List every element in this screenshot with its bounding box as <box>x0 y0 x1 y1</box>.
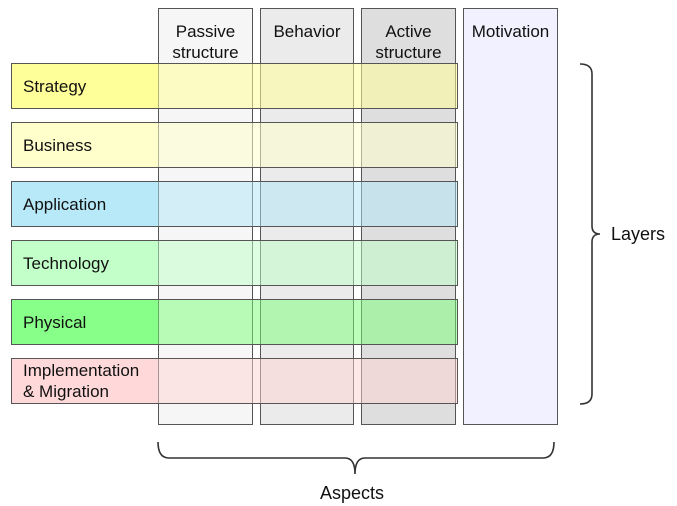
layer-label-implementation-migration: Implementation & Migration <box>23 361 140 401</box>
layer-row-technology: Technology <box>11 240 458 286</box>
aspects-brace <box>157 441 555 475</box>
aspect-header-behavior: Behavior <box>273 22 341 41</box>
layer-label-application: Application <box>23 194 107 214</box>
layer-row-application: Application <box>11 181 458 227</box>
layer-label-physical: Physical <box>23 312 87 332</box>
aspect-header-passive-structure: Passive structure <box>172 22 239 62</box>
layer-row-business: Business <box>11 122 458 168</box>
layer-row-strategy: Strategy <box>11 63 458 109</box>
layer-label-strategy: Strategy <box>23 76 87 96</box>
layers-brace <box>579 63 600 405</box>
layer-row-implementation-migration: Implementation & Migration <box>11 358 458 404</box>
layer-row-physical: Physical <box>11 299 458 345</box>
aspect-column-motivation: Motivation <box>463 8 558 425</box>
aspect-header-active-structure: Active structure <box>375 22 442 62</box>
layers-label: Layers <box>611 224 666 244</box>
aspects-label: Aspects <box>320 483 385 503</box>
layer-label-technology: Technology <box>23 253 110 273</box>
aspect-header-motivation: Motivation <box>471 22 550 41</box>
layer-label-business: Business <box>23 135 92 155</box>
